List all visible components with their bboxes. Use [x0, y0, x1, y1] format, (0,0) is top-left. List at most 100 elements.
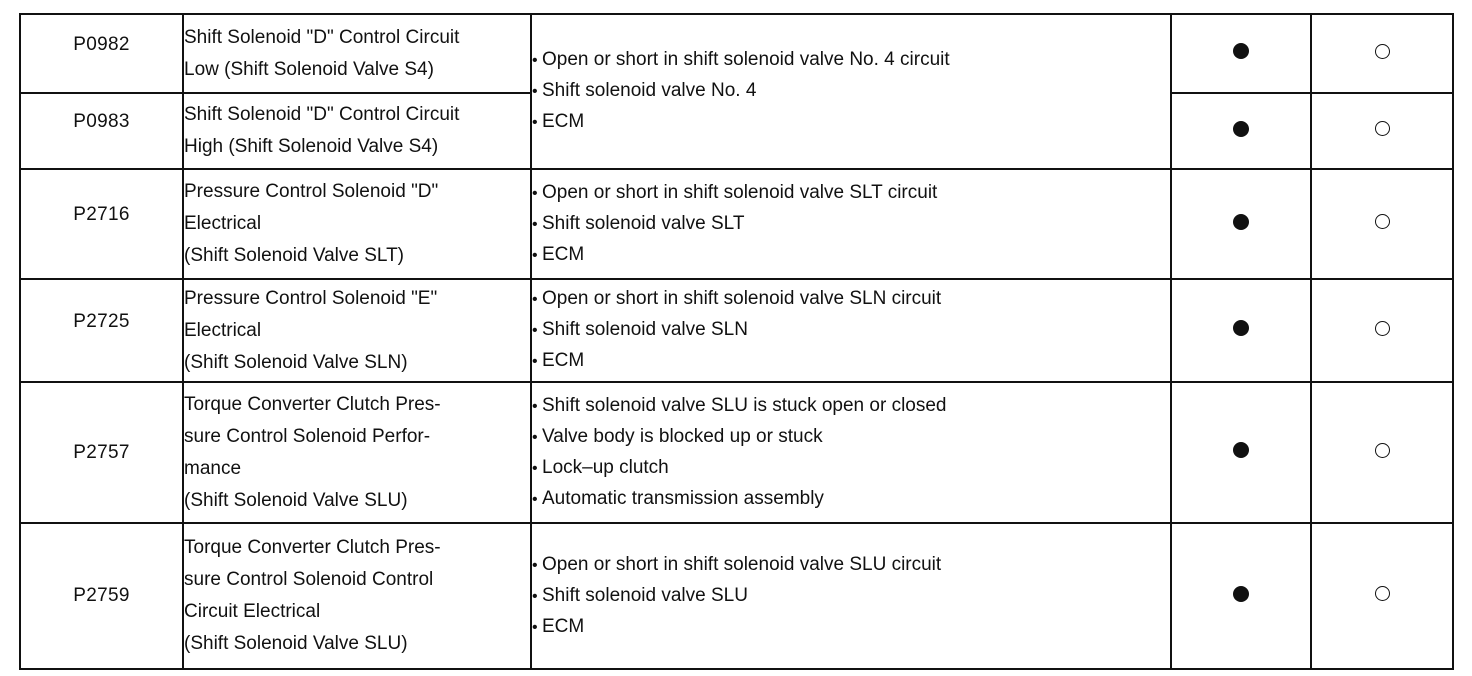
- memory-cell: [1310, 381, 1454, 524]
- dtc-code: P2716: [73, 204, 130, 225]
- detection-item-cell: Torque Converter Clutch Pres- sure Contr…: [182, 381, 532, 524]
- list-item: •Shift solenoid valve SLU is stuck open …: [532, 391, 1170, 422]
- list-item: •Valve body is blocked up or stuck: [532, 422, 1170, 453]
- open-circle-icon: [1374, 442, 1390, 458]
- memory-cell: [1310, 278, 1454, 383]
- trouble-area-list: •Shift solenoid valve SLU is stuck open …: [532, 391, 1170, 515]
- dtc-table: P0982 Shift Solenoid "D" Control Circuit…: [19, 13, 1454, 670]
- bullet-icon: •: [532, 184, 538, 202]
- detection-item-line: Electrical: [184, 213, 262, 234]
- detection-item-line: (Shift Solenoid Valve SLU): [184, 633, 408, 654]
- detection-item-line: (Shift Solenoid Valve SLT): [184, 245, 405, 266]
- detection-item-line: High (Shift Solenoid Valve S4): [184, 136, 439, 157]
- detection-item-line: Shift Solenoid "D" Control Circuit: [184, 26, 460, 48]
- detection-item-line: Shift Solenoid "D" Control Circuit: [184, 104, 460, 125]
- table-row: P2759 Torque Converter Clutch Pres- sure…: [19, 522, 1454, 670]
- table-row: P2716 Pressure Control Solenoid "D" Elec…: [19, 168, 1454, 280]
- bullet-icon: •: [532, 291, 538, 308]
- trouble-area-list: •Open or short in shift solenoid valve S…: [532, 550, 1170, 643]
- trouble-area-list: •Open or short in shift solenoid valve S…: [532, 178, 1170, 271]
- mil-cell: [1170, 381, 1312, 524]
- detection-item-cell: Shift Solenoid "D" Control Circuit Low (…: [182, 13, 532, 94]
- trouble-area-list: •Open or short in shift solenoid valve S…: [532, 284, 1170, 377]
- bullet-icon: •: [532, 490, 538, 508]
- detection-item-line: (Shift Solenoid Valve SLN): [184, 351, 408, 373]
- table-row: P0982 Shift Solenoid "D" Control Circuit…: [19, 13, 1454, 170]
- bullet-icon: •: [532, 114, 538, 131]
- detection-item-line: Pressure Control Solenoid "E": [184, 287, 438, 309]
- trouble-area-cell: •Open or short in shift solenoid valve N…: [530, 13, 1172, 170]
- bullet-icon: •: [532, 353, 538, 370]
- list-item: •Shift solenoid valve SLN: [532, 315, 1170, 346]
- detection-item-cell: Torque Converter Clutch Pres- sure Contr…: [182, 522, 532, 670]
- bullet-icon: •: [532, 556, 538, 574]
- dtc-code: P2725: [73, 310, 130, 332]
- filled-circle-icon: [1233, 585, 1249, 602]
- memory-cell: [1310, 168, 1454, 280]
- table-row: P0983 Shift Solenoid "D" Control Circuit…: [19, 92, 1454, 170]
- memory-cell: [1310, 92, 1454, 170]
- trouble-area-cell: •Open or short in shift solenoid valve S…: [530, 522, 1172, 670]
- list-item: •Open or short in shift solenoid valve N…: [532, 45, 1170, 76]
- table-row: P2725 Pressure Control Solenoid "E" Elec…: [19, 278, 1454, 383]
- bullet-icon: •: [532, 246, 538, 264]
- bullet-icon: •: [532, 397, 538, 415]
- open-circle-icon: [1374, 214, 1390, 229]
- detection-item-line: sure Control Solenoid Control: [184, 569, 434, 590]
- detection-item-line: sure Control Solenoid Perfor-: [184, 425, 431, 447]
- mil-cell: [1170, 13, 1312, 94]
- list-item: •Open or short in shift solenoid valve S…: [532, 550, 1170, 581]
- trouble-area-cell: •Shift solenoid valve SLU is stuck open …: [530, 381, 1172, 524]
- open-circle-icon: [1374, 121, 1390, 136]
- dtc-code: P2757: [73, 441, 130, 463]
- bullet-icon: •: [532, 618, 538, 636]
- trouble-area-cell: •Open or short in shift solenoid valve S…: [530, 168, 1172, 280]
- list-item: •Shift solenoid valve No. 4: [532, 76, 1170, 107]
- filled-circle-icon: [1233, 43, 1249, 59]
- list-item: •ECM: [532, 107, 1170, 138]
- detection-item-line: (Shift Solenoid Valve SLU): [184, 489, 408, 511]
- dtc-code-cell: P2759: [19, 522, 184, 670]
- dtc-code: P2759: [73, 585, 130, 606]
- list-item: •Open or short in shift solenoid valve S…: [532, 178, 1170, 209]
- filled-circle-icon: [1233, 442, 1249, 458]
- detection-item-cell: Pressure Control Solenoid "E" Electrical…: [182, 278, 532, 383]
- detection-item-line: Torque Converter Clutch Pres-: [184, 393, 441, 415]
- bullet-icon: •: [532, 322, 538, 339]
- open-circle-icon: [1374, 586, 1390, 601]
- table-row: P2757 Torque Converter Clutch Pres- sure…: [19, 381, 1454, 524]
- list-item: •Automatic transmission assembly: [532, 484, 1170, 515]
- bullet-icon: •: [532, 587, 538, 605]
- bullet-icon: •: [532, 215, 538, 233]
- detection-item-line: Electrical: [184, 319, 262, 341]
- dtc-table-sheet: P0982 Shift Solenoid "D" Control Circuit…: [19, 13, 1454, 670]
- dtc-code-cell: P2716: [19, 168, 184, 280]
- detection-item-line: Pressure Control Solenoid "D": [184, 181, 439, 202]
- detection-item-line: Circuit Electrical: [184, 601, 321, 622]
- detection-item-cell: Shift Solenoid "D" Control Circuit High …: [182, 92, 532, 170]
- detection-item-line: mance: [184, 457, 242, 479]
- detection-item-cell: Pressure Control Solenoid "D" Electrical…: [182, 168, 532, 280]
- list-item: •ECM: [532, 346, 1170, 377]
- mil-cell: [1170, 92, 1312, 170]
- list-item: •Shift solenoid valve SLU: [532, 581, 1170, 612]
- bullet-icon: •: [532, 428, 538, 446]
- detection-item-line: Torque Converter Clutch Pres-: [184, 537, 441, 558]
- open-circle-icon: [1374, 43, 1390, 59]
- list-item: •ECM: [532, 612, 1170, 643]
- filled-circle-icon: [1233, 120, 1249, 137]
- dtc-code: P0983: [73, 111, 130, 132]
- memory-cell: [1310, 522, 1454, 670]
- memory-cell: [1310, 13, 1454, 94]
- dtc-code-cell: P2757: [19, 381, 184, 524]
- bullet-icon: •: [532, 459, 538, 477]
- list-item: •Shift solenoid valve SLT: [532, 209, 1170, 240]
- list-item: •Open or short in shift solenoid valve S…: [532, 284, 1170, 315]
- dtc-code-cell: P2725: [19, 278, 184, 383]
- mil-cell: [1170, 278, 1312, 383]
- mil-cell: [1170, 522, 1312, 670]
- bullet-icon: •: [532, 52, 538, 69]
- bullet-icon: •: [532, 83, 538, 100]
- list-item: •Lock–up clutch: [532, 453, 1170, 484]
- open-circle-icon: [1374, 320, 1390, 336]
